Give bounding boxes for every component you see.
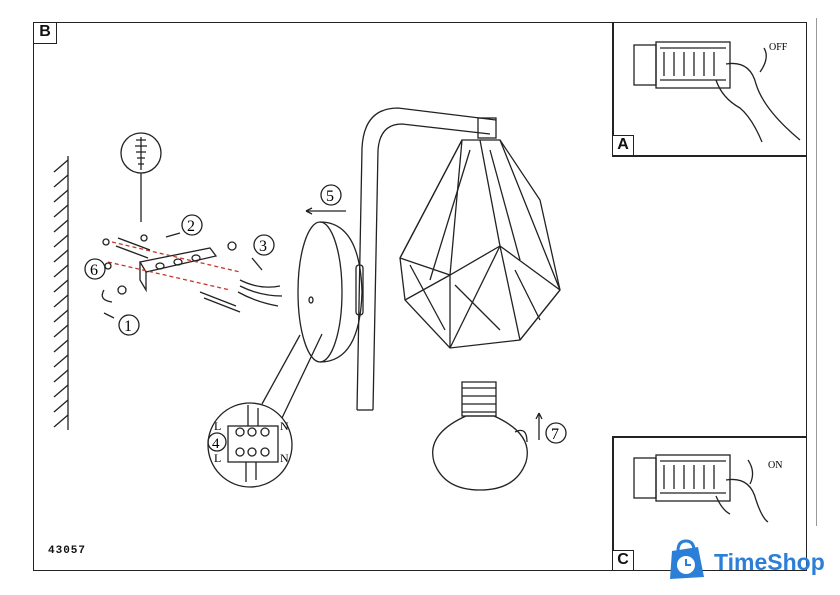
switch-off-illustration — [633, 41, 801, 143]
lamp-canopy — [297, 221, 364, 363]
panel-c-left-rule — [612, 436, 614, 571]
model-number: 43057 — [48, 545, 87, 557]
panel-a-divider — [612, 22, 614, 157]
brand-name: TimeShop — [714, 549, 825, 575]
step-2-label: 2 — [187, 218, 195, 235]
page-edge-strip — [816, 18, 829, 526]
panel-c-top-rule — [612, 436, 807, 438]
screw-callout — [120, 132, 162, 222]
step-6-label: 6 — [90, 262, 98, 279]
step-5-label: 5 — [326, 188, 334, 205]
brand-watermark: TimeShop — [664, 539, 825, 586]
step-4-label: 4 — [212, 436, 220, 452]
switch-on-illustration — [633, 454, 769, 523]
step-markers — [84, 184, 567, 452]
wall-hatch — [53, 156, 69, 430]
step-3-label: 3 — [259, 238, 267, 255]
panel-c-label: C — [612, 550, 634, 571]
mounting-bracket — [102, 234, 283, 313]
terminal-n-bottom: N — [280, 451, 289, 465]
terminal-l-bottom: L — [214, 451, 221, 465]
panel-a-bottom-rule — [612, 155, 807, 157]
switch-on-label: ON — [768, 460, 782, 471]
lamp-arm — [356, 107, 497, 411]
terminal-callout — [207, 333, 323, 488]
step-1-label: 1 — [124, 318, 132, 335]
panel-a-label: A — [612, 135, 634, 156]
step-7-label: 7 — [551, 426, 559, 443]
cage-shade — [399, 139, 561, 349]
light-bulb — [432, 381, 528, 491]
shopping-bag-clock-icon — [664, 539, 708, 586]
terminal-l-top: L — [214, 419, 221, 433]
terminal-n-top: N — [280, 419, 289, 433]
instruction-frame — [33, 22, 807, 571]
panel-b-label: B — [33, 22, 57, 44]
switch-off-label: OFF — [769, 42, 788, 53]
